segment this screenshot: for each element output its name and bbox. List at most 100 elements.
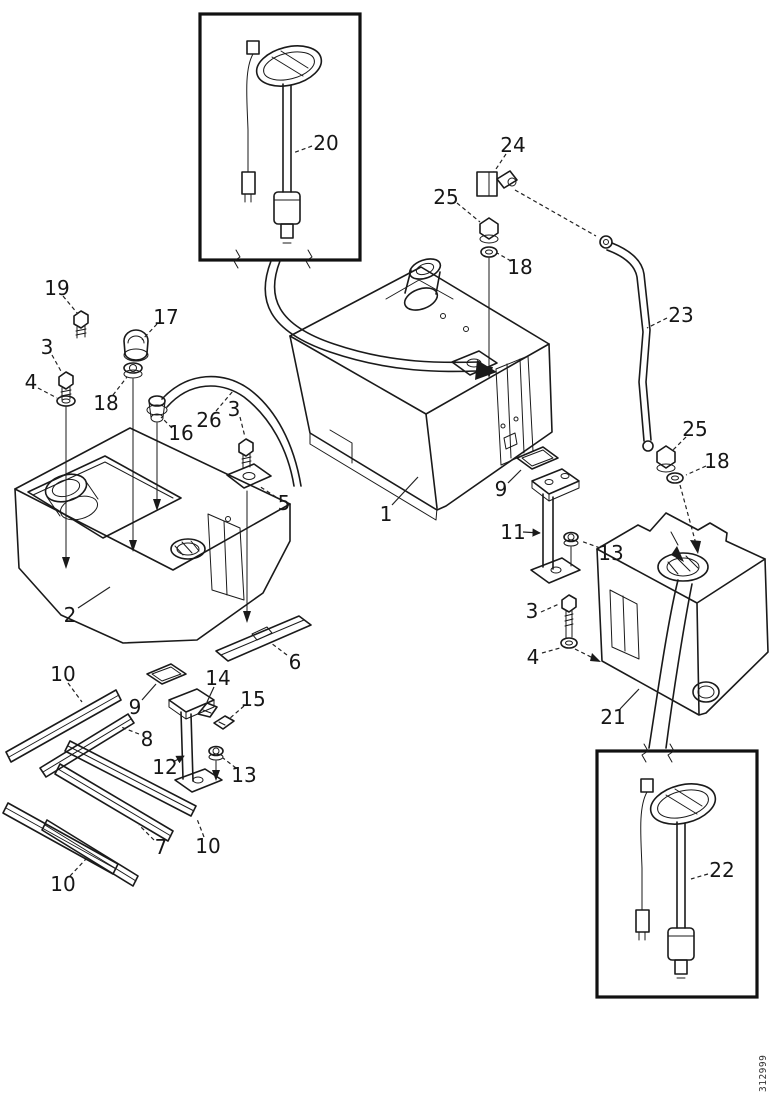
callout-label-25: 25 xyxy=(682,417,707,441)
sender-harness-hose xyxy=(264,260,497,380)
callout-leader-2 xyxy=(77,586,111,609)
hose-break-marks xyxy=(233,249,313,269)
callout-label-4: 4 xyxy=(527,645,540,669)
callout-leader-25 xyxy=(672,436,687,451)
callout-leader-13 xyxy=(580,540,601,549)
washer-18-right xyxy=(666,472,701,554)
callout-label-22: 22 xyxy=(709,858,734,882)
callout-leader-13 xyxy=(222,757,237,769)
nut-25-right xyxy=(656,445,676,473)
install-arrow xyxy=(475,360,497,380)
grommet-16 xyxy=(146,395,168,423)
callout-label-24: 24 xyxy=(500,133,525,157)
callout-label-8: 8 xyxy=(141,727,154,751)
callout-leader-3 xyxy=(540,603,560,613)
callout-label-9: 9 xyxy=(495,477,508,501)
gauge-opening xyxy=(170,538,206,560)
callout-label-13: 13 xyxy=(231,763,256,787)
callout-leader-18 xyxy=(685,465,707,476)
fuel-line-hose-26 xyxy=(161,375,302,487)
clip-14 xyxy=(197,702,218,718)
callout-leader-3 xyxy=(239,416,246,438)
callout-label-20: 20 xyxy=(313,131,338,155)
support-bracket-11 xyxy=(516,446,581,584)
fuel-sender-unit-20 xyxy=(241,40,323,244)
callout-label-10: 10 xyxy=(50,872,75,896)
washer-18-top xyxy=(480,246,498,378)
nut-25-top xyxy=(479,217,499,244)
hose-break-marks xyxy=(641,743,675,763)
callout-leader-25 xyxy=(456,202,481,223)
main-fuel-tank-1 xyxy=(289,258,553,521)
strap-6 xyxy=(215,615,312,662)
callout-leader-1 xyxy=(391,476,419,506)
callout-label-3: 3 xyxy=(526,599,539,623)
fuel-sender-unit-22 xyxy=(635,778,717,979)
callout-label-14: 14 xyxy=(205,666,230,690)
callout-leader-18 xyxy=(496,252,512,262)
callout-leader-19 xyxy=(62,295,79,315)
callout-label-18: 18 xyxy=(704,449,729,473)
elbow-fitting-24 xyxy=(476,170,518,197)
callout-label-2: 2 xyxy=(64,603,77,627)
callout-label-16: 16 xyxy=(168,421,193,445)
callout-label-21: 21 xyxy=(600,705,625,729)
callout-leader-23 xyxy=(646,317,668,329)
washer-4-right xyxy=(560,637,601,662)
callout-leader-12 xyxy=(172,755,185,764)
pad-9-left xyxy=(146,663,187,685)
callout-leader-9 xyxy=(507,469,522,484)
callout-leader-5 xyxy=(258,485,277,498)
sender-boss xyxy=(657,531,709,582)
callout-label-23: 23 xyxy=(668,303,693,327)
filler-recess xyxy=(27,455,182,539)
callout-leader-4 xyxy=(541,647,561,654)
bolt-3-right xyxy=(561,594,577,639)
plate-5 xyxy=(226,463,272,489)
bolt-3-left xyxy=(58,371,74,401)
callout-label-15: 15 xyxy=(240,687,265,711)
tank2-front-panel xyxy=(207,513,245,601)
callout-label-1: 1 xyxy=(380,502,393,526)
callout-label-18: 18 xyxy=(93,391,118,415)
callout-label-3: 3 xyxy=(228,397,241,421)
left-fuel-tank-2 xyxy=(14,427,291,644)
assembly-dash-24-to-23 xyxy=(514,189,597,237)
callout-label-3: 3 xyxy=(41,335,54,359)
callout-leader-10 xyxy=(69,858,87,877)
sender-mount-tab xyxy=(451,350,498,376)
callout-leader-18 xyxy=(112,376,128,396)
washer-4-left xyxy=(56,395,76,407)
callout-label-12: 12 xyxy=(152,755,177,779)
callout-leader-4 xyxy=(37,387,58,399)
front-port xyxy=(692,681,720,703)
nut-13-right xyxy=(563,531,579,567)
callout-leader-22 xyxy=(690,873,709,880)
callout-label-17: 17 xyxy=(153,305,178,329)
support-bracket-12 xyxy=(146,663,235,793)
callout-label-11: 11 xyxy=(500,520,525,544)
callout-leader-24 xyxy=(493,153,507,173)
callout-label-26: 26 xyxy=(196,408,221,432)
bolt-3-middle xyxy=(238,438,254,469)
fuel-return-tube-23 xyxy=(599,235,654,452)
callout-leader-3 xyxy=(51,354,63,374)
mounting-straps xyxy=(2,689,197,887)
assembly-lines-left xyxy=(62,378,251,623)
callout-label-25: 25 xyxy=(433,185,458,209)
pad-9-right xyxy=(516,446,559,470)
callout-leader-10 xyxy=(67,682,83,703)
callout-label-4: 4 xyxy=(25,370,38,394)
callout-label-18: 18 xyxy=(507,255,532,279)
inset-detail-box-bottom xyxy=(595,743,759,999)
callout-label-10: 10 xyxy=(195,834,220,858)
callout-leader-17 xyxy=(141,323,158,341)
callout-leader-20 xyxy=(292,145,313,154)
callout-label-7: 7 xyxy=(155,835,168,859)
sender-hose-a xyxy=(648,579,679,749)
callout-leader-21 xyxy=(619,688,640,710)
clip-15 xyxy=(213,715,235,730)
